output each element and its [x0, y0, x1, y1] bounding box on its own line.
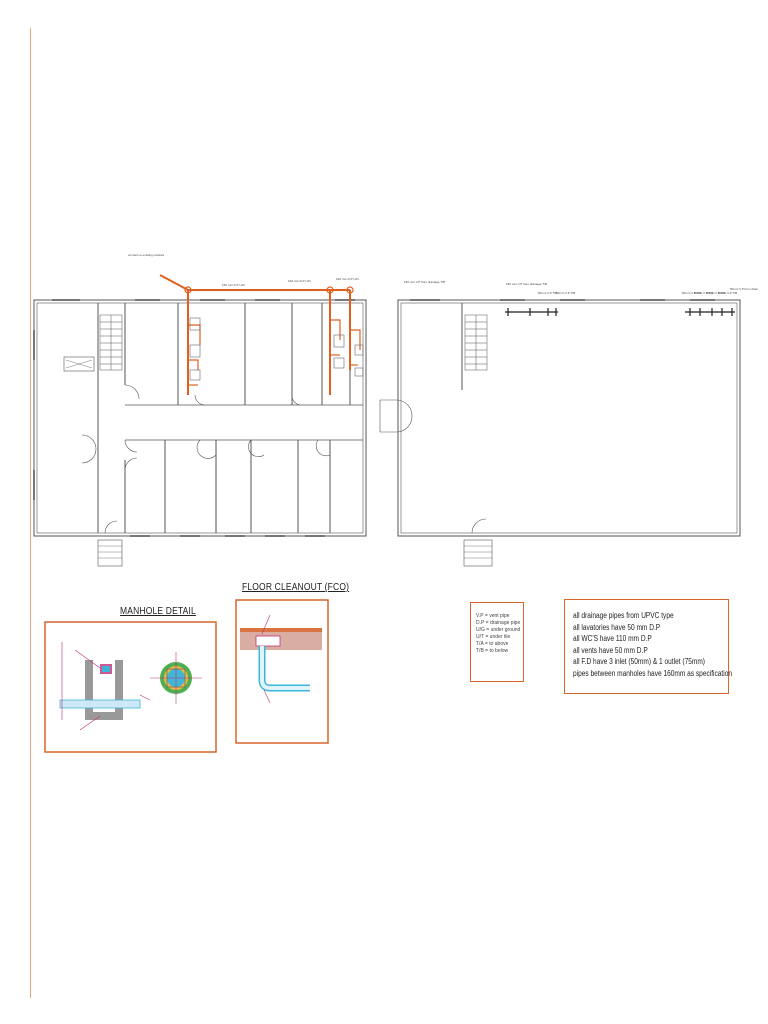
right-floor-plan	[379, 299, 741, 567]
vp-label-5: 50mm V.P T/B	[706, 291, 725, 295]
dp-label-3: 160 mm D.P U/G	[336, 277, 359, 281]
dp-label-2: 160 mm D.P U/G	[288, 279, 311, 283]
legend-item: V.P = vent pipe	[476, 613, 510, 619]
note-line: all drainage pipes from UPVC type	[573, 611, 674, 620]
legend-item: T/B = to below	[476, 648, 509, 654]
existing-network-label: connect to existing network	[128, 253, 165, 257]
vp-label-1: 50mm V.P T/B	[538, 291, 557, 295]
note-line: all F.D have 3 inlet (50mm) & 1 outlet (…	[573, 657, 705, 666]
vp-label-4: 50mm V.P T/B	[694, 291, 713, 295]
legend-item: U/T = under tile	[476, 634, 511, 640]
dp-label-1: 160 mm D.P U/G	[222, 283, 245, 287]
right-plan-labels: 160 mm V.P from drainage T/B 160 mm V.P …	[404, 280, 758, 295]
vp-label-2: 50mm V.P T/B	[556, 291, 575, 295]
floor-cleanout-drawing	[240, 614, 322, 704]
roof-label-3: 50mm V.P from drain	[730, 287, 758, 291]
left-floor-plan	[33, 299, 367, 567]
vp-label-3: 50mm V.P T/B	[682, 291, 701, 295]
page-margin-line	[30, 28, 31, 998]
floor-cleanout-frame	[235, 599, 329, 744]
left-plan-pipes	[159, 274, 361, 395]
abbreviation-legend: V.P = vent pipe D.P = drainage pipe U/G …	[470, 602, 524, 682]
note-line: all WC'S have 110 mm D.P	[573, 634, 652, 643]
note-line: all vents have 50 mm D.P	[573, 645, 648, 655]
roof-label-2: 160 mm V.P from drainage T/B	[506, 282, 547, 286]
left-plan-fixtures	[189, 317, 364, 381]
manhole-plan-drawing	[150, 652, 202, 704]
right-plan-vent-line	[505, 308, 735, 316]
specification-notes: all drainage pipes from UPVC type all la…	[564, 599, 732, 694]
note-line: pipes between manholes have 160mm as spe…	[573, 668, 732, 678]
manhole-detail-frame	[44, 621, 217, 753]
floor-cleanout-title: FLOOR CLEANOUT (FCO)	[242, 582, 350, 593]
right-plan-outer-wall	[397, 299, 741, 537]
manhole-detail-title: MANHOLE DETAIL	[120, 606, 196, 617]
roof-label-1: 160 mm V.P from drainage T/B	[404, 280, 445, 284]
legend-item: T/A = to above	[476, 641, 509, 647]
note-line: all lavatories have 50 mm D.P	[573, 622, 661, 632]
vp-label-6: 50mm V.P T/B	[718, 291, 737, 295]
left-plan-inner-wall	[36, 302, 364, 534]
legend-item: U/G = under ground	[476, 627, 521, 633]
legend-item: D.P = drainage pipe	[476, 620, 521, 626]
manhole-section-drawing	[59, 642, 151, 731]
left-plan-labels: connect to existing network 160 mm D.P U…	[128, 253, 359, 287]
